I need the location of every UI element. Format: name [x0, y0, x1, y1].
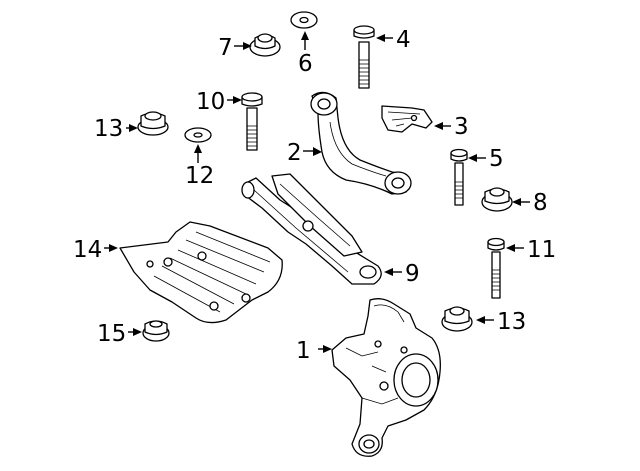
part-lower-arm-9: [241, 173, 382, 285]
callout-12: 12: [185, 163, 214, 189]
callout-9: 9: [405, 261, 420, 287]
part-bolt-4: [353, 25, 375, 89]
part-bracket-3: [381, 105, 433, 133]
callout-15: 15: [97, 321, 126, 347]
part-upper-arm-2: [310, 91, 412, 195]
part-nut-13-lower: [441, 306, 473, 332]
callout-1: 1: [296, 338, 311, 364]
part-nut-8: [481, 187, 513, 212]
callout-5: 5: [489, 146, 504, 172]
part-bolt-5: [450, 148, 468, 206]
leader-arrows: [104, 31, 530, 353]
part-knuckle-1: [331, 298, 441, 457]
part-washer-12: [184, 127, 212, 143]
callout-3: 3: [454, 114, 469, 140]
part-shield-14: [119, 221, 283, 324]
part-bolt-11: [487, 237, 505, 299]
callout-6: 6: [298, 51, 313, 77]
part-washer-6: [290, 11, 318, 29]
callout-13-lower: 13: [497, 309, 526, 335]
part-nut-7: [249, 33, 281, 57]
callout-2: 2: [287, 140, 302, 166]
callout-10: 10: [196, 89, 225, 115]
part-bolt-10: [241, 92, 263, 151]
callout-11: 11: [527, 237, 556, 263]
callout-8: 8: [533, 190, 548, 216]
part-nut-15: [142, 320, 170, 342]
callout-13-upper: 13: [94, 116, 123, 142]
callout-labels: 1 2 3 4 5 6 7 8 9 10 11 12 13 13 14 15: [73, 27, 556, 364]
callout-14: 14: [73, 237, 102, 263]
callout-7: 7: [218, 35, 233, 61]
part-nut-13-upper: [137, 111, 169, 136]
callout-4: 4: [396, 27, 411, 53]
